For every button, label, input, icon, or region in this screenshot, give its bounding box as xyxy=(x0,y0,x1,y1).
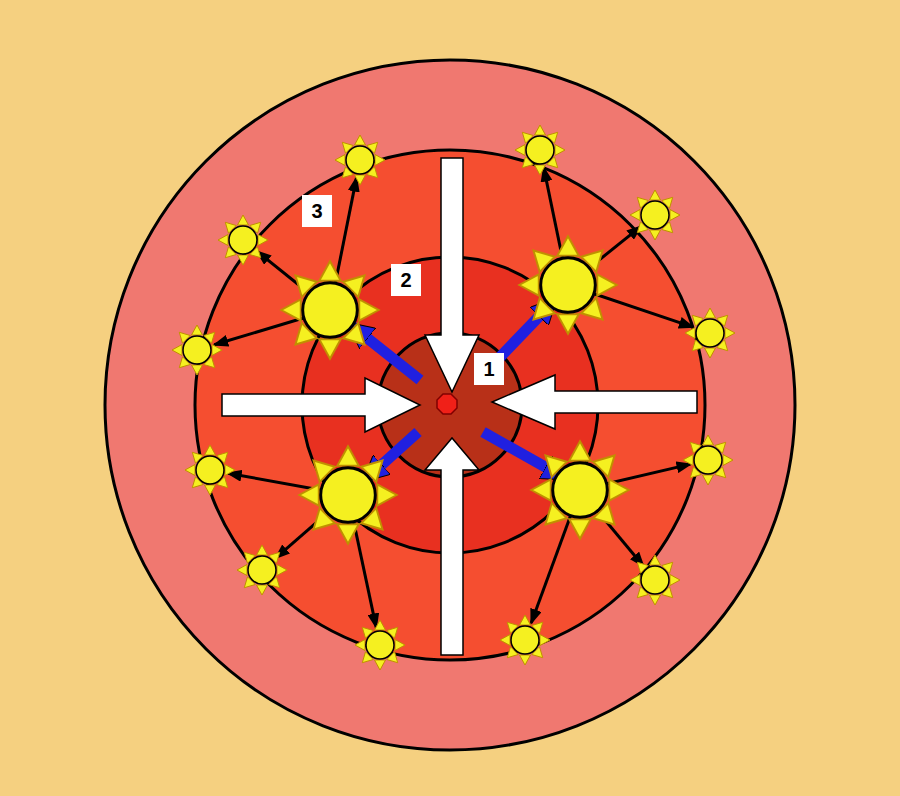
outflow-arrows xyxy=(352,302,563,478)
protostar-core xyxy=(437,394,457,414)
callout-number: 3 xyxy=(302,195,331,227)
infall-arrows xyxy=(222,158,697,655)
outer-shell xyxy=(105,60,795,750)
middle-shell xyxy=(195,150,705,660)
callout-number: 2 xyxy=(391,264,420,296)
small-stars xyxy=(172,125,735,670)
large-stars xyxy=(281,236,629,544)
ejection-arrows xyxy=(214,168,693,628)
callout-number: 1 xyxy=(474,353,503,385)
